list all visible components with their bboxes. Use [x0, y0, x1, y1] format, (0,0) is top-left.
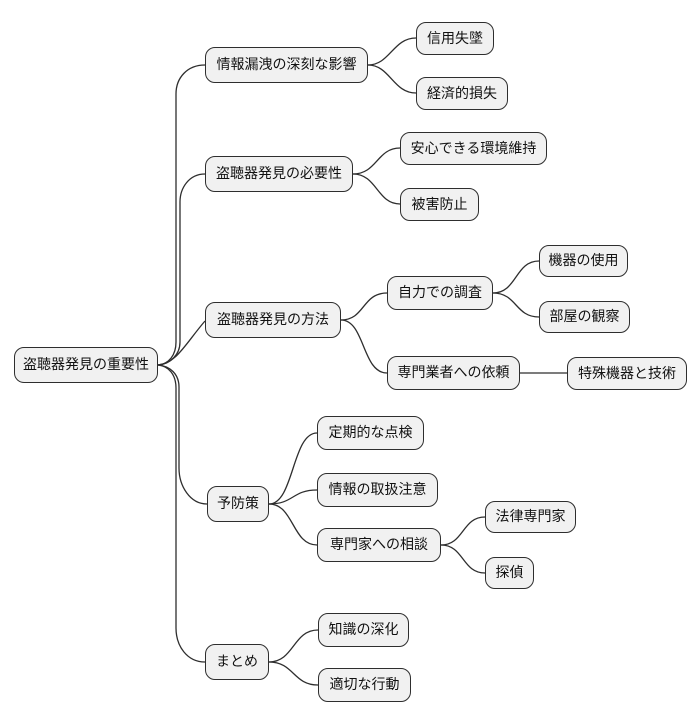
edge-prevention-consult — [268, 503, 318, 546]
edge-root-summary — [157, 364, 206, 663]
edge-root-necessity — [157, 173, 206, 366]
edge-methods-self — [340, 292, 388, 321]
edge-consult-legal — [440, 516, 486, 546]
node-information-handling: 情報の取扱注意 — [317, 473, 438, 507]
edge-impact-economic — [367, 64, 417, 94]
node-methods: 盗聴器発見の方法 — [205, 302, 341, 338]
edge-consult-detective — [440, 544, 486, 574]
node-appropriate-action: 適切な行動 — [318, 668, 411, 702]
node-summary: まとめ — [205, 644, 269, 680]
edge-root-methods — [157, 320, 206, 366]
node-necessity: 盗聴器発見の必要性 — [205, 156, 353, 192]
node-equipment-use: 機器の使用 — [539, 245, 628, 277]
node-detective: 探偵 — [485, 557, 534, 589]
edge-self-equipment — [492, 260, 540, 294]
edge-summary-knowledge — [268, 629, 319, 663]
node-legal-expert: 法律専門家 — [485, 501, 576, 533]
node-special-equipment: 特殊機器と技術 — [567, 357, 687, 390]
edge-methods-professional — [340, 319, 388, 374]
node-economic-loss: 経済的損失 — [416, 77, 508, 110]
edge-summary-action — [268, 661, 319, 686]
node-regular-inspection: 定期的な点検 — [317, 416, 424, 450]
node-safe-environment: 安心できる環境維持 — [400, 132, 547, 165]
node-professional-request: 専門業者への依頼 — [387, 356, 520, 390]
edge-self-observation — [492, 292, 540, 318]
edge-root-impact — [157, 64, 206, 366]
node-impact: 情報漏洩の深刻な影響 — [205, 47, 368, 83]
node-self-investigation: 自力での調査 — [387, 276, 493, 310]
edge-necessity-environment — [352, 147, 401, 175]
node-trust-loss: 信用失墜 — [416, 22, 494, 55]
node-knowledge-deepening: 知識の深化 — [318, 613, 409, 647]
edge-necessity-damage — [352, 173, 401, 205]
edge-root-prevention — [157, 364, 208, 505]
node-room-observation: 部屋の観察 — [539, 301, 630, 333]
edge-prevention-handling — [268, 489, 318, 505]
edge-prevention-inspection — [268, 432, 318, 505]
node-damage-prevention: 被害防止 — [400, 188, 479, 221]
edge-impact-trust — [367, 37, 417, 66]
node-expert-consultation: 専門家への相談 — [317, 528, 441, 562]
node-root: 盗聴器発見の重要性 — [14, 347, 158, 383]
node-prevention: 予防策 — [207, 486, 269, 522]
